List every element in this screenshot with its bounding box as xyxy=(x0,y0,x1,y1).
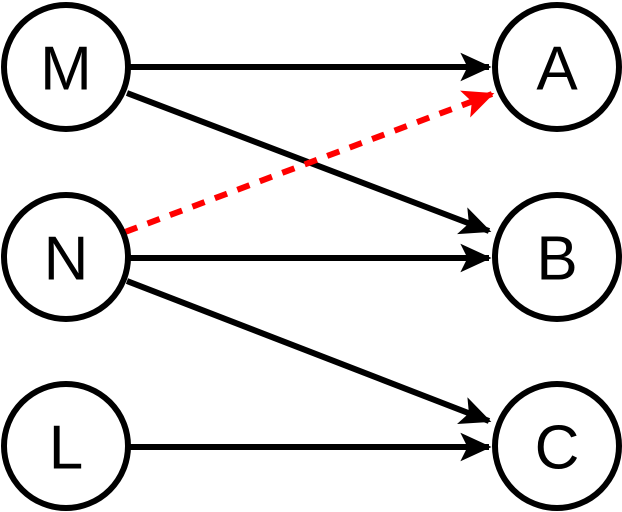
node-N-circle[interactable] xyxy=(1,192,131,322)
node-A-circle[interactable] xyxy=(492,2,622,132)
node-L-label: L xyxy=(49,414,83,483)
node-A[interactable]: A xyxy=(492,2,622,132)
node-M-label: M xyxy=(40,35,92,104)
node-B-label: B xyxy=(536,225,577,294)
node-L-circle[interactable] xyxy=(1,381,131,511)
edge-N-to-A-dashed[interactable] xyxy=(123,90,495,235)
node-N-label: N xyxy=(44,225,89,294)
node-M-circle[interactable] xyxy=(1,2,131,132)
node-C-circle[interactable] xyxy=(492,381,622,511)
node-C-label: C xyxy=(535,414,580,483)
edge-N-to-C[interactable] xyxy=(125,278,492,425)
node-B-circle[interactable] xyxy=(492,192,622,322)
node-N[interactable]: N xyxy=(1,192,131,322)
node-L[interactable]: L xyxy=(1,381,131,511)
node-M[interactable]: M xyxy=(1,2,131,132)
node-A-label: A xyxy=(536,35,578,104)
node-C[interactable]: C xyxy=(492,381,622,511)
edge-layer xyxy=(123,52,495,462)
node-B[interactable]: B xyxy=(492,192,622,322)
